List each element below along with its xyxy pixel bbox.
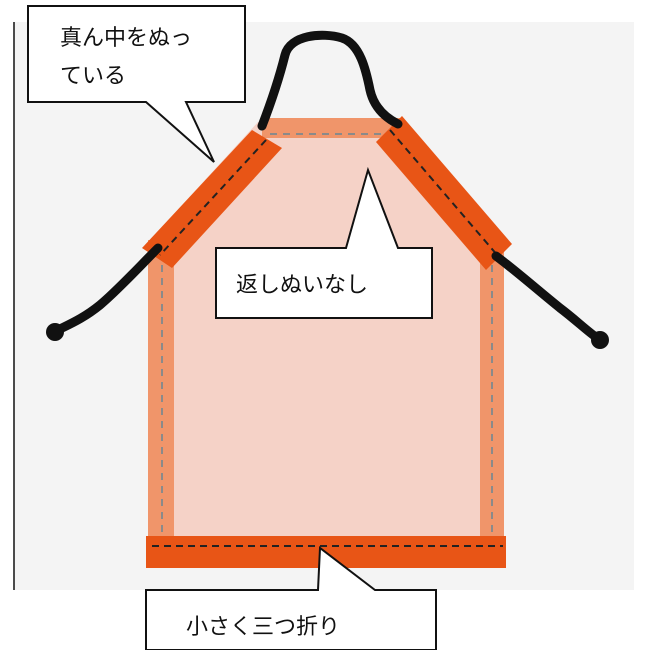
left-shoulder-hem [142, 130, 282, 268]
right-tie-knot [591, 331, 609, 349]
callout-top-left-line1: 真ん中をぬっ [60, 26, 192, 51]
left-tie-strap [53, 243, 163, 335]
apron-body [150, 122, 500, 565]
callout-middle-right-text: 返しぬいなし [236, 273, 368, 298]
callout-middle-right [215, 166, 433, 319]
callout-bottom-text: 小さく三つ折り [186, 615, 340, 640]
callout-top-left-line2: ている [60, 64, 126, 89]
neck-strap [257, 30, 403, 131]
left-tie-knot [46, 323, 64, 341]
hem-stitch-lines [152, 129, 503, 547]
callout-top-left [27, 5, 246, 163]
inner-stitch [161, 133, 493, 540]
right-tie-strap [491, 251, 605, 345]
strap-cords [53, 30, 605, 345]
callout-bottom [145, 546, 437, 650]
